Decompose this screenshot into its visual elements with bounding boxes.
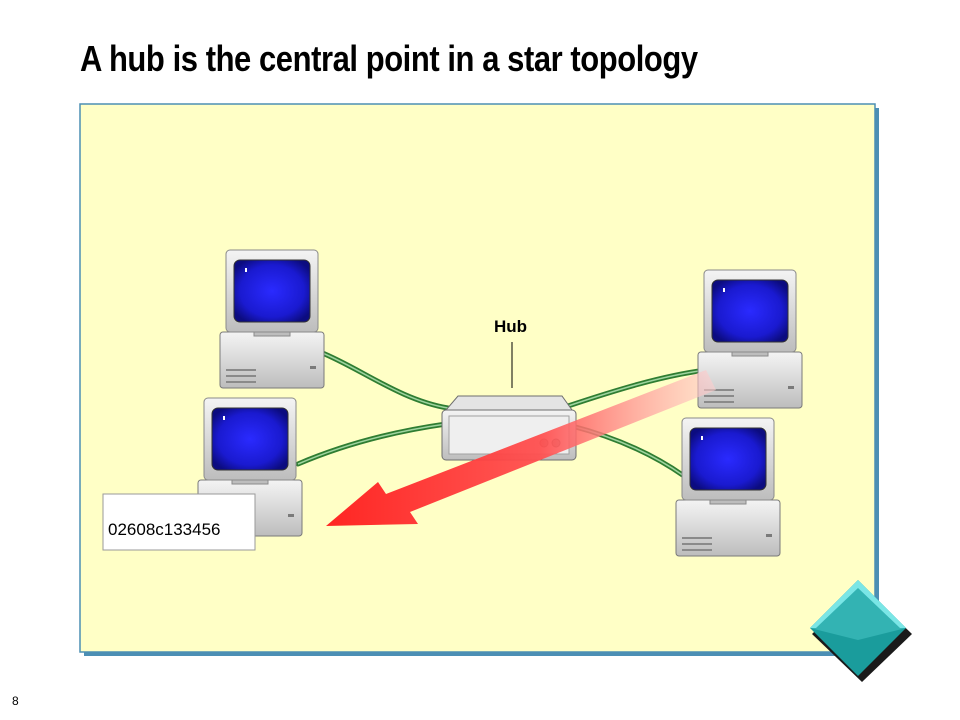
page-number: 8 (12, 694, 19, 708)
signal-arrow (326, 370, 716, 526)
slide-title: A hub is the central point in a star top… (80, 38, 698, 79)
computer-bottom-right[interactable] (675, 417, 781, 557)
computer-top-left[interactable] (219, 249, 325, 389)
hub-label: Hub (494, 317, 527, 336)
mac-address-box (102, 493, 256, 551)
mac-address-label: 02608c133456 (108, 520, 221, 539)
next-slide-diamond-icon[interactable] (810, 580, 912, 682)
